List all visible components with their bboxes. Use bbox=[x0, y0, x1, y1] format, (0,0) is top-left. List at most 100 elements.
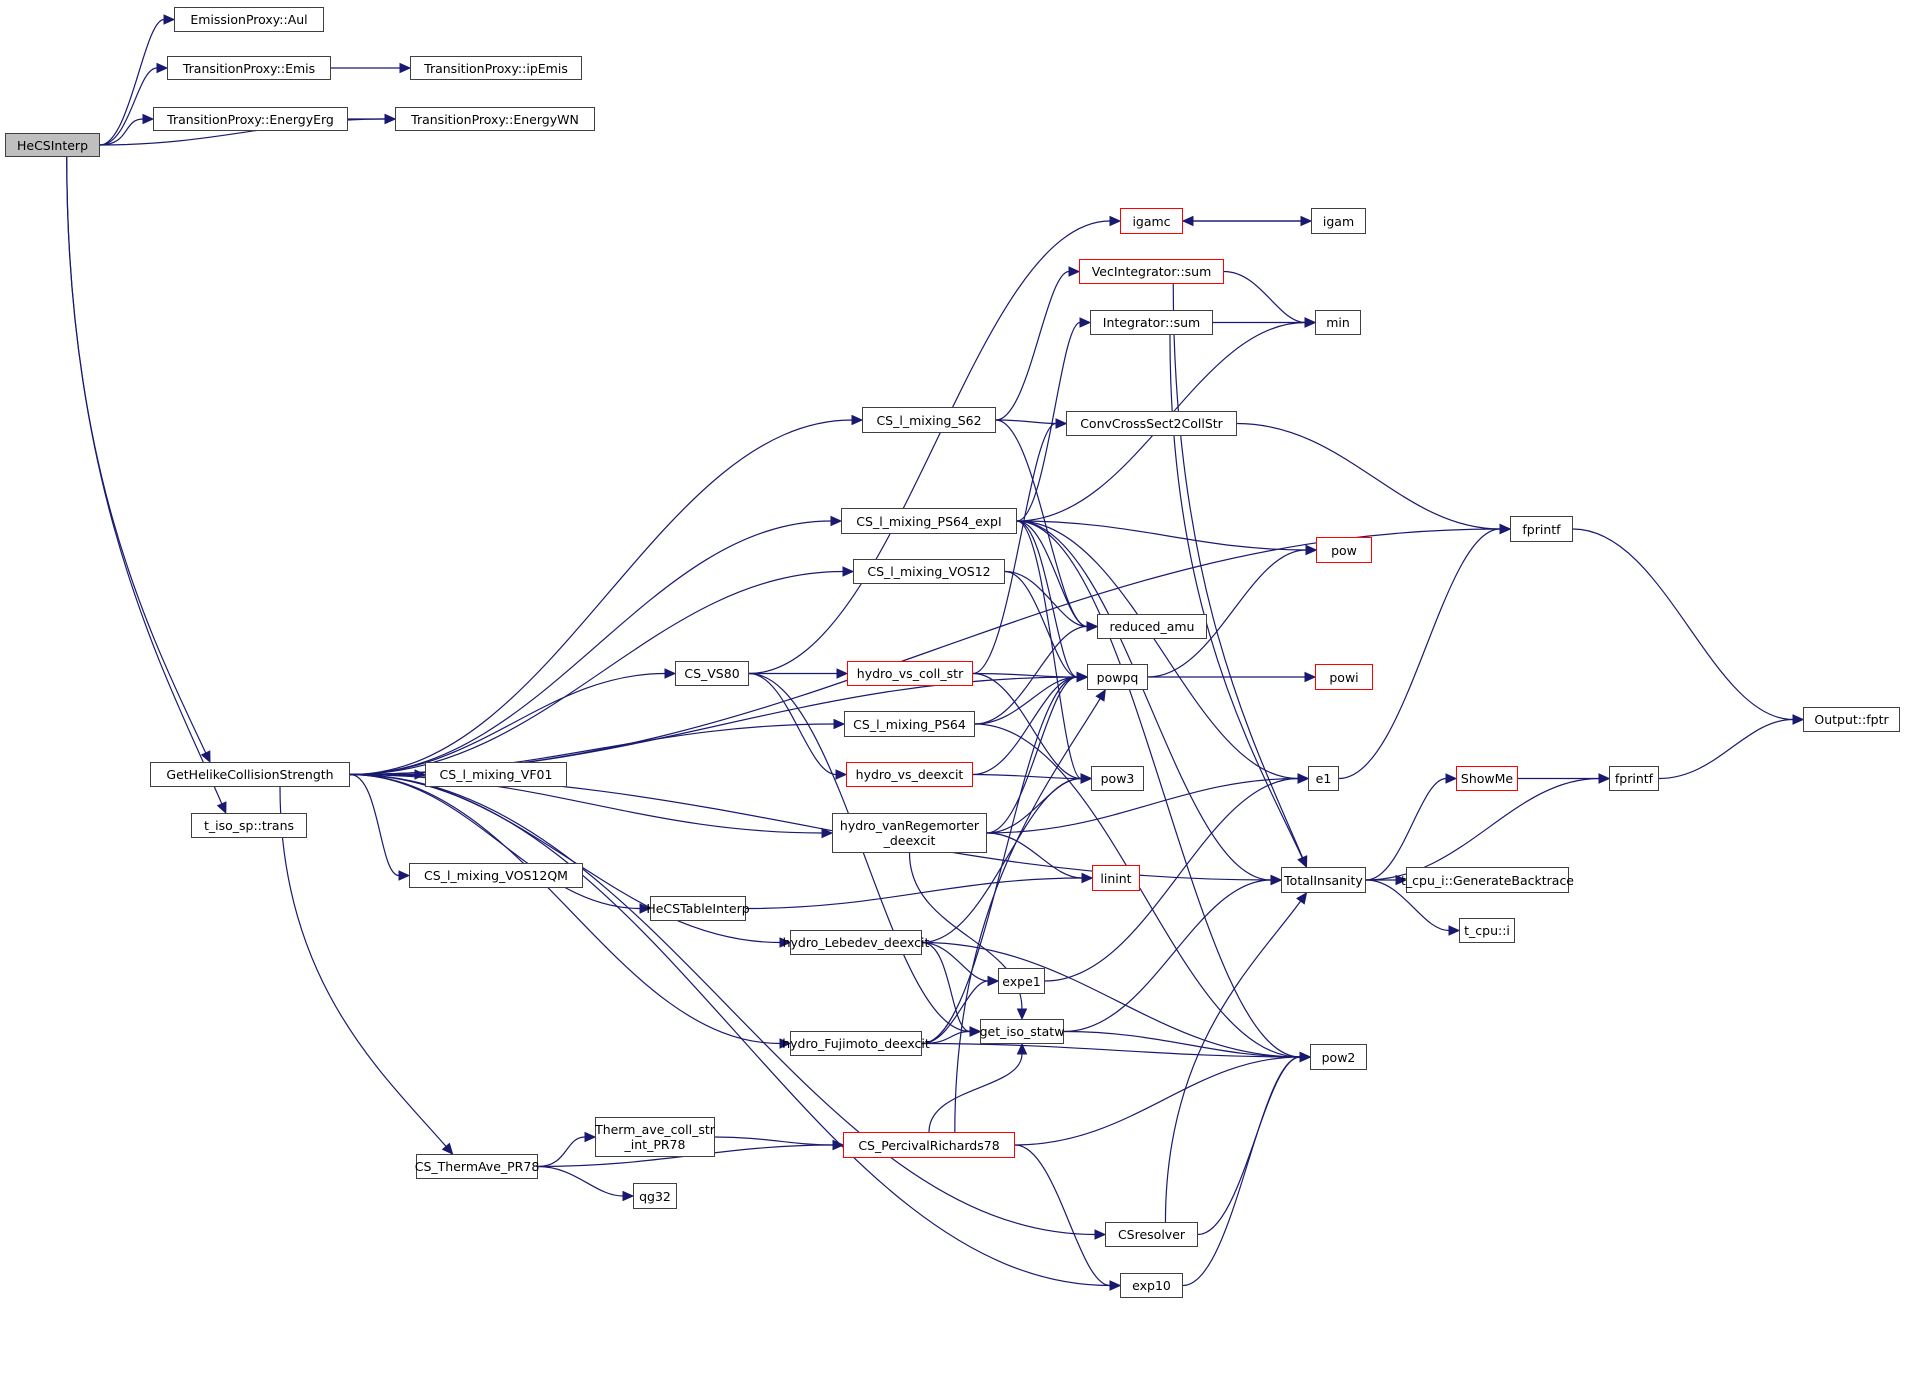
node-csresolver[interactable]: CSresolver bbox=[1105, 1222, 1198, 1247]
edge-hydro_vanRegemorter_deexcit-to-linint bbox=[986, 832, 1083, 879]
edge-HeCSInterp-to-EmissionProxy_Aul bbox=[99, 18, 165, 146]
node-gethelikecollisionstrength[interactable]: GetHelikeCollisionStrength bbox=[150, 762, 350, 787]
arrowhead-icon bbox=[1448, 925, 1461, 936]
node-igam[interactable]: igam bbox=[1311, 208, 1366, 234]
node-t-iso-sp-trans[interactable]: t_iso_sp::trans bbox=[191, 813, 307, 838]
edge-hydro_vanRegemorter_deexcit-to-e1 bbox=[986, 777, 1299, 834]
edge-hydro_Lebedev_deexcit-to-get_iso_statw bbox=[921, 941, 971, 1033]
edge-hydro_vs_coll_str-to-powpq bbox=[972, 672, 1078, 678]
edge-fprintf_b-to-Output_fptr bbox=[1658, 718, 1794, 780]
arrowhead-icon bbox=[1395, 874, 1408, 886]
node-cs-thermave-pr78[interactable]: CS_ThermAve_PR78 bbox=[415, 1154, 539, 1179]
node-fprintf-2[interactable]: fprintf bbox=[1609, 766, 1659, 791]
node-pow[interactable]: pow bbox=[1316, 537, 1372, 563]
edge-powpq-to-pow bbox=[1147, 549, 1307, 678]
edge-ConvCrossSect2CollStr-to-fprintf_a bbox=[1236, 422, 1501, 530]
node-powpq[interactable]: powpq bbox=[1087, 664, 1148, 690]
arrowhead-icon bbox=[1016, 1008, 1028, 1021]
node-hecstableinterp[interactable]: HeCSTableInterp bbox=[646, 896, 750, 921]
node-cs-l-mixing-ps64-expi[interactable]: CS_l_mixing_PS64_expI bbox=[841, 508, 1017, 534]
node-cs-l-mixing-ps64[interactable]: CS_l_mixing_PS64 bbox=[844, 711, 975, 737]
edge-HeCSInterp-to-TransitionProxy_Emis bbox=[99, 67, 158, 146]
arrowhead-icon bbox=[1016, 1042, 1028, 1055]
node-output-fptr[interactable]: Output::fptr bbox=[1803, 707, 1900, 732]
node-cs-l-mixing-vos12[interactable]: CS_l_mixing_VOS12 bbox=[853, 559, 1005, 584]
node-fprintf[interactable]: fprintf bbox=[1510, 516, 1573, 542]
arrowhead-icon bbox=[1080, 773, 1093, 784]
node-cs-l-mixing-s62[interactable]: CS_l_mixing_S62 bbox=[862, 407, 996, 433]
edge-CS_l_mixing_PS64_expI-to-TotalInsanity bbox=[1016, 520, 1272, 881]
node-transitionproxy-energywn[interactable]: TransitionProxy::EnergyWN bbox=[395, 107, 595, 131]
node-convcrosssect2collstr[interactable]: ConvCrossSect2CollStr bbox=[1066, 411, 1237, 436]
node-qg32[interactable]: qg32 bbox=[633, 1183, 677, 1209]
node-t-cpu-i-generatebacktrace[interactable]: t_cpu_i::GenerateBacktrace bbox=[1401, 867, 1574, 893]
node-linint[interactable]: linint bbox=[1092, 865, 1140, 891]
arrowhead-icon bbox=[156, 62, 169, 74]
arrowhead-icon bbox=[779, 937, 792, 948]
edge-CS_l_mixing_PS64_expI-to-reduced_amu bbox=[1016, 520, 1088, 628]
edge-GetHelikeCollisionStrength-to-CSresolver bbox=[349, 773, 1096, 1236]
edge-hydro_Fujimoto_deexcit-to-powpq bbox=[921, 676, 1078, 1045]
node-hydro-vanregemorter-deexcit[interactable]: hydro_vanRegemorter _deexcit bbox=[832, 813, 987, 853]
node-integrator-sum[interactable]: Integrator::sum bbox=[1090, 310, 1213, 335]
node-reduced-amu[interactable]: reduced_amu bbox=[1097, 614, 1207, 639]
arrowhead-icon bbox=[1109, 1280, 1122, 1291]
node-get-iso-statw[interactable]: get_iso_statw bbox=[980, 1019, 1064, 1044]
node-cs-percivalrichards78[interactable]: CS_PercivalRichards78 bbox=[843, 1132, 1015, 1158]
node-powi[interactable]: powi bbox=[1315, 664, 1373, 690]
node-hydro-lebedev-deexcit[interactable]: hydro_Lebedev_deexcit bbox=[783, 930, 929, 955]
edge-CS_l_mixing_PS64_expI-to-pow2 bbox=[1016, 520, 1301, 1058]
node-exp10[interactable]: exp10 bbox=[1120, 1273, 1183, 1298]
arrowhead-icon bbox=[1055, 418, 1068, 429]
arrowhead-icon bbox=[1297, 855, 1308, 869]
node-hydro-fujimoto-deexcit[interactable]: hydro_Fujimoto_deexcit bbox=[782, 1031, 930, 1056]
node-t-cpu-i[interactable]: t_cpu::i bbox=[1459, 918, 1515, 943]
edge-CS_PercivalRichards78-to-get_iso_statw bbox=[928, 1053, 1023, 1133]
edge-HeCSInterp-to-TransitionProxy_EnergyErg bbox=[99, 118, 144, 146]
arrowhead-icon bbox=[851, 414, 864, 426]
edge-CS_l_mixing_PS64_expI-to-pow3 bbox=[1016, 520, 1082, 780]
arrowhead-icon bbox=[833, 718, 846, 730]
arrowhead-icon bbox=[1299, 1051, 1312, 1063]
node-hydro-vs-deexcit[interactable]: hydro_vs_deexcit bbox=[846, 762, 973, 787]
edge-hydro_Lebedev_deexcit-to-pow2 bbox=[921, 941, 1301, 1058]
node-therm-ave-coll-str-int-pr78[interactable]: Therm_ave_coll_str _int_PR78 bbox=[595, 1117, 715, 1157]
edge-CS_l_mixing_S62-to-ConvCrossSect2CollStr bbox=[995, 419, 1057, 425]
node-transitionproxy-energyerg[interactable]: TransitionProxy::EnergyErg bbox=[153, 107, 348, 131]
node-pow2[interactable]: pow2 bbox=[1310, 1044, 1367, 1070]
arrowhead-icon bbox=[163, 14, 176, 25]
arrowhead-icon bbox=[1792, 714, 1805, 725]
node-pow3[interactable]: pow3 bbox=[1091, 766, 1144, 791]
edge-CS_l_mixing_PS64_expI-to-Integrator_sum bbox=[1016, 321, 1081, 522]
node-expe1[interactable]: expe1 bbox=[998, 968, 1045, 994]
edge-VecIntegrator_sum-to-min bbox=[1223, 270, 1306, 324]
arrowhead-icon bbox=[200, 750, 211, 764]
arrowhead-icon bbox=[398, 870, 411, 881]
node-cs-l-mixing-vos12qm[interactable]: CS_l_mixing_VOS12QM bbox=[409, 863, 583, 888]
arrowhead-icon bbox=[835, 769, 848, 780]
node-cs-vs80[interactable]: CS_VS80 bbox=[675, 661, 749, 686]
node-showme[interactable]: ShowMe bbox=[1456, 766, 1518, 791]
edge-Integrator_sum-to-TotalInsanity bbox=[1169, 334, 1303, 859]
node-emissionproxy-aul[interactable]: EmissionProxy::Aul bbox=[174, 7, 324, 32]
node-transitionproxy-emis[interactable]: TransitionProxy::Emis bbox=[167, 56, 331, 80]
edge-fprintf_a-to-Output_fptr bbox=[1572, 528, 1794, 721]
node-e1[interactable]: e1 bbox=[1308, 766, 1339, 791]
node-vecintegrator-sum[interactable]: VecIntegrator::sum bbox=[1079, 259, 1224, 284]
edge-CS_l_mixing_PS64_expI-to-e1 bbox=[1016, 520, 1299, 780]
node-transitionproxy-ipemis[interactable]: TransitionProxy::ipEmis bbox=[410, 56, 582, 80]
node-igamc[interactable]: igamc bbox=[1120, 208, 1183, 234]
edge-VecIntegrator_sum-to-TotalInsanity bbox=[1172, 283, 1304, 859]
arrowhead-icon bbox=[1081, 872, 1094, 884]
node-min[interactable]: min bbox=[1315, 310, 1361, 335]
edge-e1-to-fprintf_a bbox=[1338, 528, 1501, 780]
node-hydro-vs-coll-str[interactable]: hydro_vs_coll_str bbox=[847, 661, 973, 686]
arrowhead-icon bbox=[1270, 874, 1283, 886]
edge-GetHelikeCollisionStrength-to-hydro_Fujimoto_deexcit bbox=[349, 773, 781, 1045]
edge-CS_l_mixing_S62-to-VecIntegrator_sum bbox=[995, 270, 1070, 421]
node-cs-l-mixing-vf01[interactable]: CS_l_mixing_VF01 bbox=[425, 762, 567, 787]
arrowhead-icon bbox=[1598, 773, 1611, 784]
node-totalinsanity[interactable]: TotalInsanity bbox=[1281, 867, 1366, 893]
edge-hydro_vs_coll_str-to-pow3 bbox=[972, 672, 1082, 780]
